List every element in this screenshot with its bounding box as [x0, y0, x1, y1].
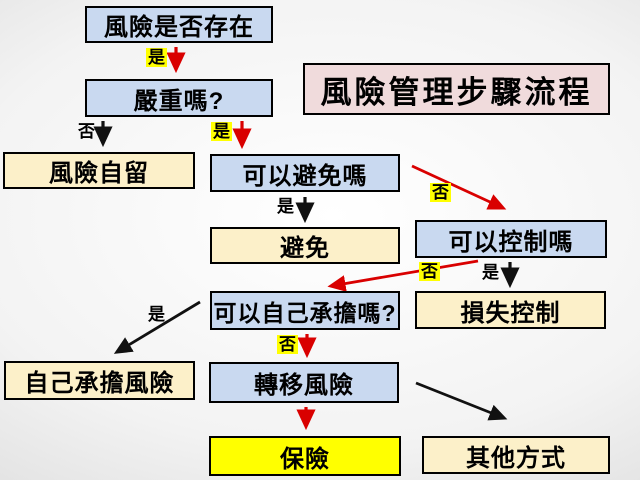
edge-label-yes-cancontrol: 是	[482, 263, 499, 282]
node-serious: 嚴重嗎?	[85, 79, 273, 117]
edge-label-no-cancontrol: 否	[419, 262, 440, 281]
node-can-control: 可以控制嗎	[415, 220, 607, 258]
arrow-no-cancontrol-to-canbear	[327, 259, 479, 292]
edge-label-yes-canavoid: 是	[277, 197, 294, 216]
edge-label-yes-canbear: 是	[148, 305, 165, 324]
arrow-transfer-to-other	[415, 381, 508, 421]
arrow-no-canavoid-to-cancontrol	[411, 164, 507, 210]
node-transfer-risk: 轉移風險	[209, 362, 399, 403]
node-loss-control: 損失控制	[415, 291, 606, 329]
node-insurance: 保險	[209, 436, 401, 476]
flowchart-title: 風險管理步驟流程	[303, 63, 610, 115]
node-avoid: 避免	[210, 227, 400, 264]
edge-label-yes-exists: 是	[146, 48, 167, 67]
edge-label-no-canbear: 否	[277, 335, 298, 354]
edge-label-no-canavoid: 否	[430, 183, 451, 202]
edge-label-no-serious: 否	[78, 122, 95, 141]
node-can-avoid: 可以避免嗎	[210, 154, 400, 192]
node-bear-own-risk: 自己承擔風險	[4, 361, 195, 400]
edge-label-yes-serious: 是	[211, 122, 232, 141]
node-risk-exists: 風險是否存在	[85, 6, 273, 43]
node-risk-retention: 風險自留	[3, 152, 195, 189]
node-other-methods: 其他方式	[422, 436, 610, 474]
node-can-bear-self: 可以自己承擔嗎?	[210, 291, 400, 330]
